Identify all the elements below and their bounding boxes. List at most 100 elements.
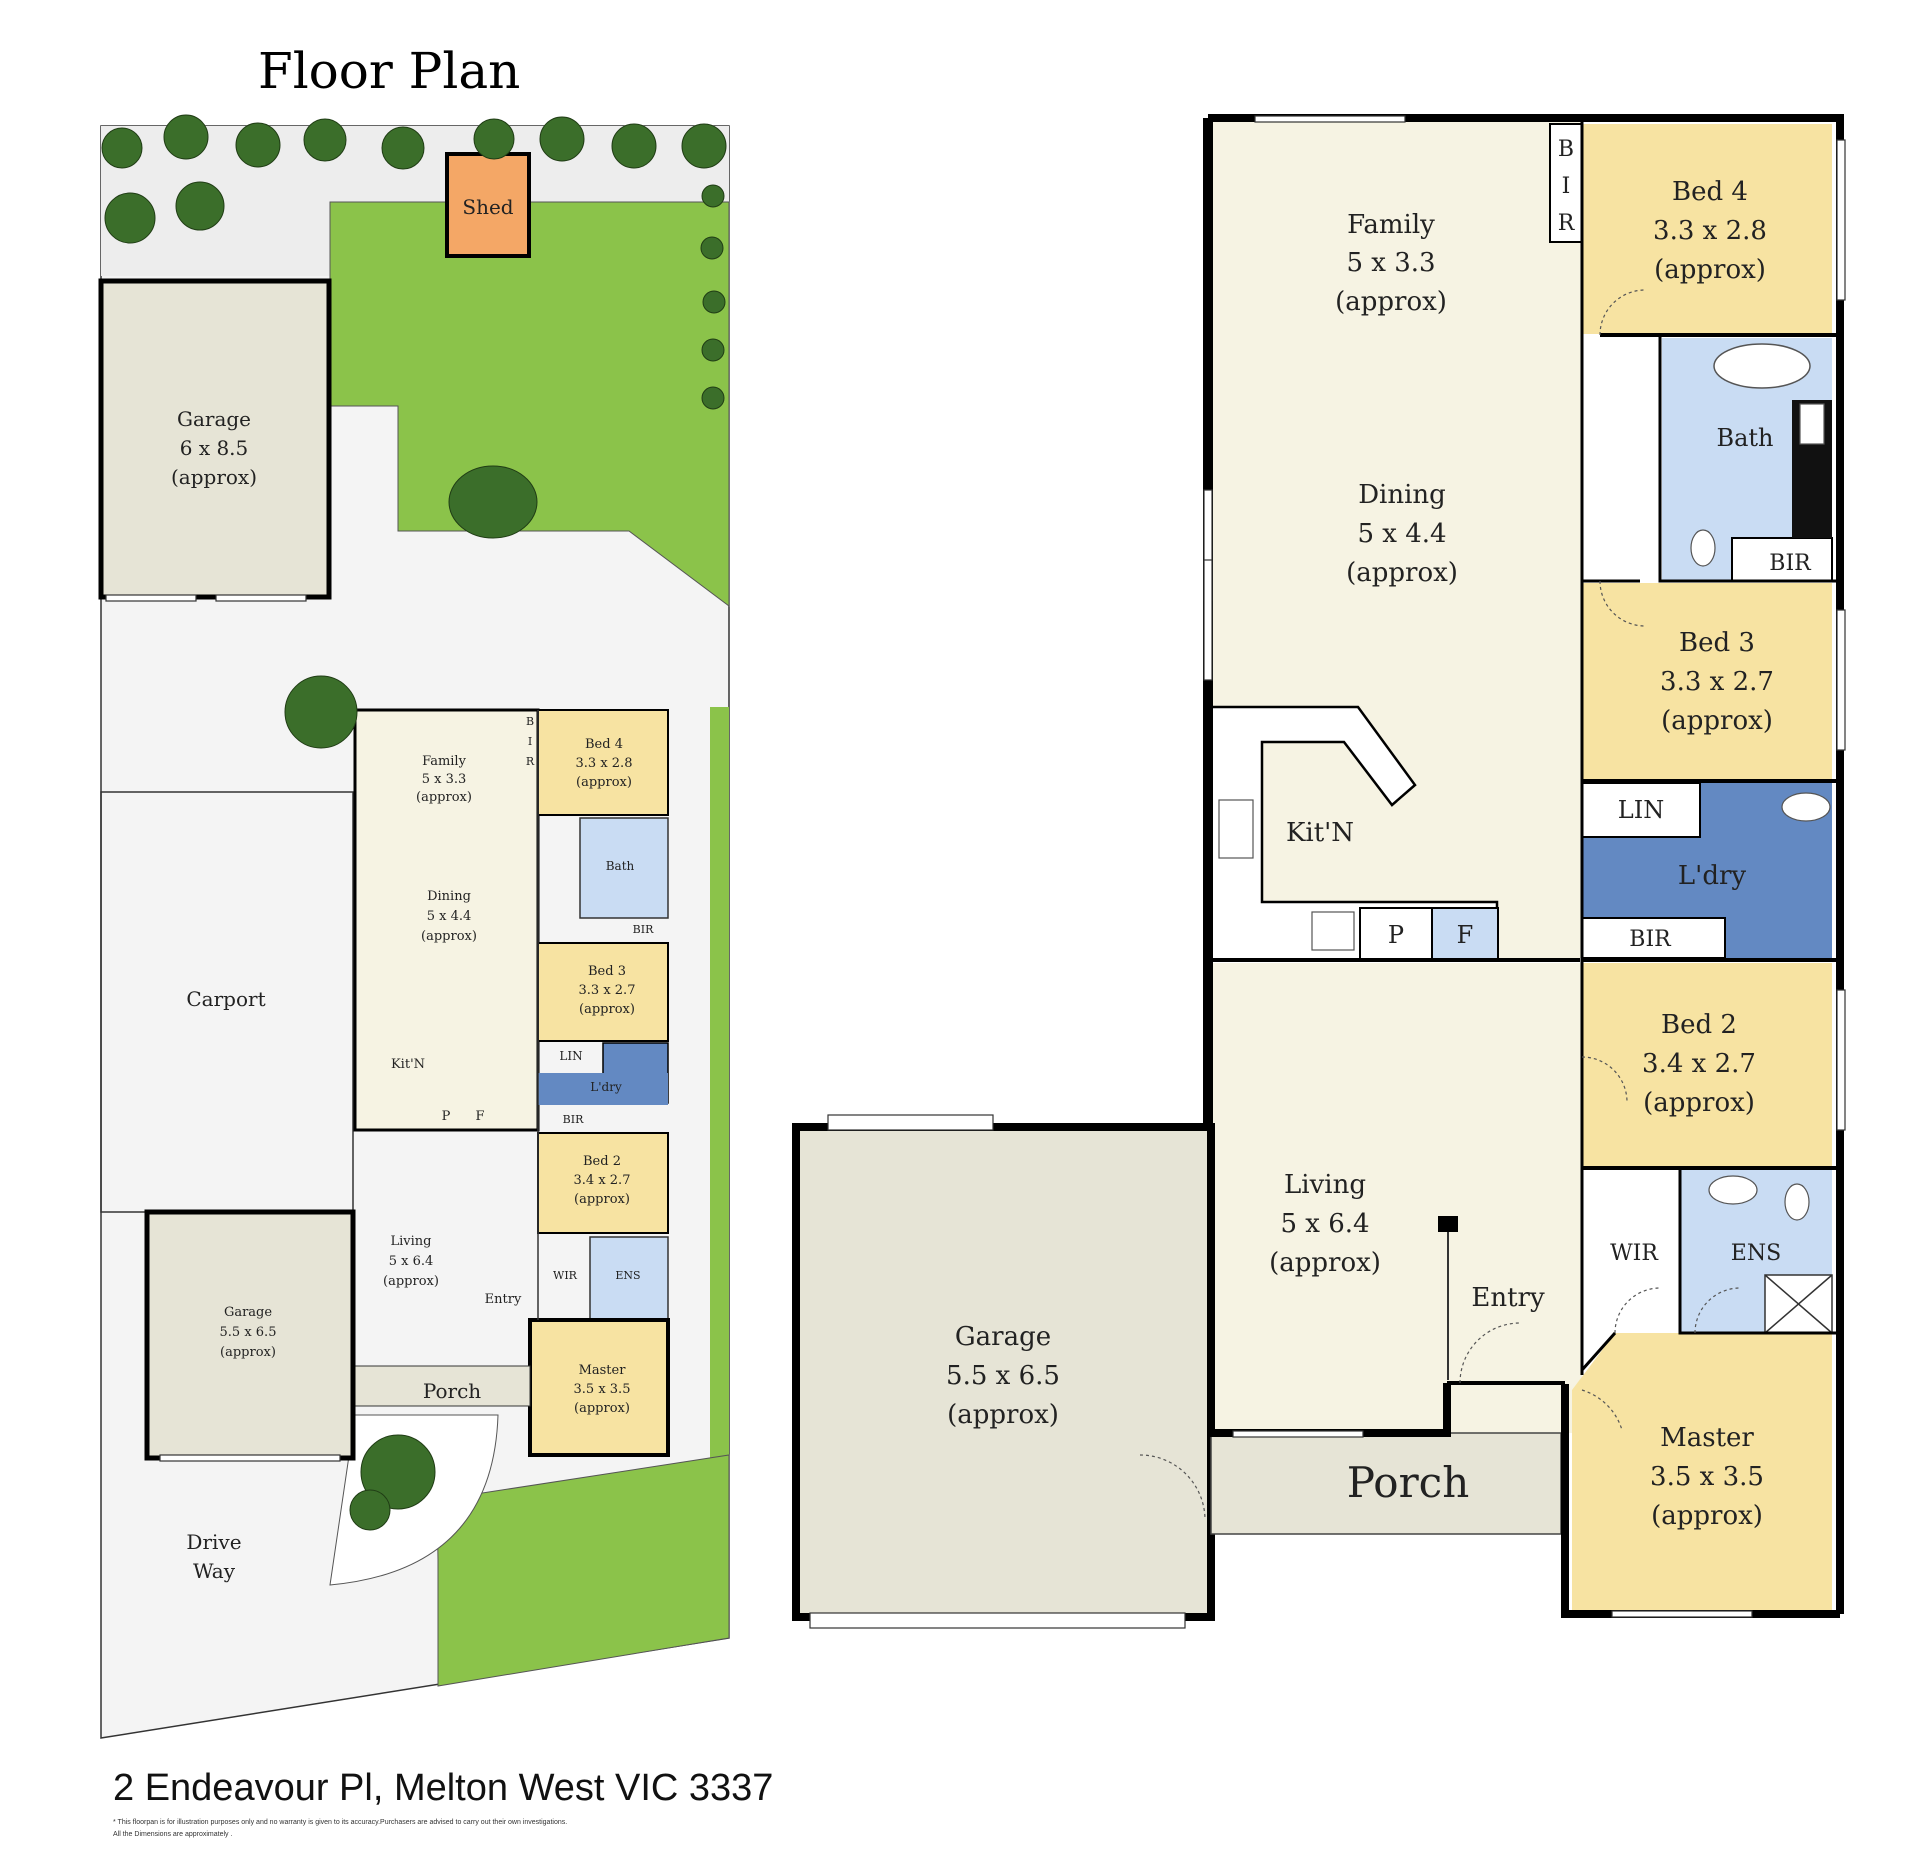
dining-dims: 5 x 4.4 [1357, 519, 1446, 549]
garden-shrubs-icon [349, 1489, 391, 1531]
site-ens-label: ENS [615, 1269, 640, 1282]
linen-label: LIN [1618, 796, 1664, 824]
family-bir-b: B [1558, 137, 1574, 162]
rear-garage-approx: (approx) [171, 465, 257, 489]
site-bed4-dims: 3.3 x 2.8 [576, 756, 633, 771]
site-lin: LIN [559, 1049, 582, 1063]
bed2-dims: 3.4 x 2.7 [1642, 1049, 1756, 1079]
bed2-approx: (approx) [1643, 1088, 1755, 1118]
site-bir-i: I [528, 735, 532, 748]
master-angled-wall [1580, 1332, 1617, 1371]
site-house [144, 708, 670, 1462]
dining-approx: (approx) [1346, 558, 1458, 588]
site-laundry-label: L'dry [590, 1080, 622, 1094]
rear-garage-door-2 [215, 594, 307, 602]
site-master-approx: (approx) [574, 1401, 630, 1416]
site-plan: Shed Garage 6 x 8.5 (approx) Carport [98, 114, 730, 1739]
site-bed4-approx: (approx) [576, 775, 632, 790]
site-bed2-approx: (approx) [574, 1192, 630, 1207]
family-bir-r: R [1558, 211, 1576, 236]
site-bed3-approx: (approx) [579, 1002, 635, 1017]
sink-icon [1218, 799, 1254, 859]
bed4-window [1836, 139, 1846, 301]
detail-porch [1210, 1432, 1562, 1535]
detail-plan: Family 5 x 3.3 (approx) B I R Dining 5 x… [792, 114, 1846, 1629]
fridge-label: F [1457, 921, 1474, 949]
tree-icon [284, 675, 358, 749]
bath-label: Bath [1716, 424, 1773, 452]
disclaimer-line-2: All the Dimensions are approximately . [113, 1831, 232, 1838]
bed4-name: Bed 4 [1672, 177, 1748, 207]
kitchen-label: Kit'N [1286, 818, 1354, 848]
bath-wall [1658, 335, 1836, 583]
site-family-name: Family [422, 754, 467, 769]
laundry-bir [1581, 917, 1726, 959]
family-window [1254, 115, 1406, 123]
side-lawn [710, 707, 729, 1479]
family-bir [1549, 123, 1583, 243]
tree-icon [104, 192, 156, 244]
master-name: Master [1660, 1423, 1754, 1453]
site-bath-bir: BIR [633, 923, 654, 936]
tree-icon [235, 122, 281, 168]
site-laundry [538, 1073, 668, 1105]
site-master-name: Master [579, 1363, 627, 1378]
laundry-bir-label: BIR [1629, 927, 1672, 952]
porch-label: Porch [1347, 1458, 1470, 1507]
laundry-label: L'dry [1678, 861, 1746, 891]
site-front-garage-door [159, 1454, 341, 1462]
tree-icon [101, 127, 143, 169]
site-bed2-name: Bed 2 [583, 1154, 621, 1169]
bed3 [1582, 583, 1832, 779]
site-wir: WIR [553, 1269, 578, 1282]
entry-label: Entry [1471, 1283, 1545, 1313]
ens-door [1694, 1287, 1741, 1334]
tree-icon [701, 338, 725, 362]
property-address: 2 Endeavour Pl, Melton West VIC 3337 [113, 1767, 773, 1809]
site-front-garage-approx: (approx) [220, 1345, 276, 1360]
site-living-name: Living [391, 1234, 432, 1249]
rear-garage [98, 278, 332, 600]
bed3-name: Bed 3 [1679, 628, 1755, 658]
toilet-icon [1690, 529, 1716, 567]
tree-icon [701, 386, 725, 410]
bath-bir-label: BIR [1769, 551, 1812, 576]
bed3-window [1836, 609, 1846, 751]
site-master-dims: 3.5 x 3.5 [574, 1382, 631, 1397]
site-bed2-dims: 3.4 x 2.7 [574, 1173, 631, 1188]
site-dining-approx: (approx) [421, 929, 477, 944]
dining-name: Dining [1358, 480, 1446, 510]
site-bed3-name: Bed 3 [588, 964, 626, 979]
site-pantry: P [442, 1109, 451, 1124]
site-family-approx: (approx) [416, 790, 472, 805]
site-kitchen: Kit'N [391, 1057, 425, 1072]
master-approx: (approx) [1651, 1501, 1763, 1531]
site-bath-label: Bath [606, 859, 635, 873]
rear-garage-dims: 6 x 8.5 [180, 436, 249, 460]
family-name: Family [1347, 210, 1435, 240]
master-dims: 3.5 x 3.5 [1650, 1462, 1764, 1492]
laundry-tub-icon [1781, 792, 1831, 822]
master [1572, 1333, 1832, 1610]
tree-icon [701, 184, 725, 208]
site-bir-b: B [526, 715, 534, 728]
bed2-window [1836, 989, 1846, 1131]
site-front-garage [144, 1209, 356, 1461]
site-bath [579, 817, 669, 919]
fridge [1431, 907, 1499, 961]
site-dining-dims: 5 x 4.4 [427, 909, 472, 924]
page-title: Floor Plan [258, 42, 520, 100]
tree-icon [700, 236, 724, 260]
detail-garage [792, 1123, 1215, 1621]
garage-approx: (approx) [947, 1400, 1059, 1430]
site-ens [589, 1236, 669, 1320]
tree-icon [611, 123, 657, 169]
site-bir-r: R [526, 755, 535, 768]
wir-door [1614, 1287, 1661, 1334]
driveway-label-2: Way [193, 1559, 236, 1583]
tree-icons [101, 114, 727, 1531]
site-entry: Entry [485, 1292, 522, 1307]
garage-dims: 5.5 x 6.5 [946, 1361, 1060, 1391]
pantry-label: P [1388, 921, 1404, 949]
